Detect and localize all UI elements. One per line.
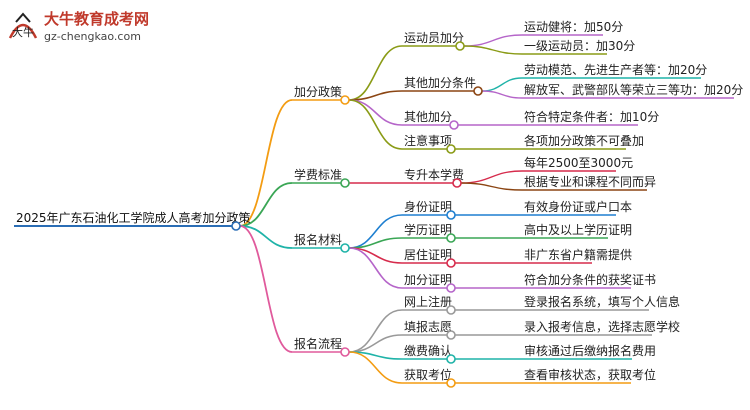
child-node[interactable] [446, 210, 456, 220]
logo-url: gz-chengkao.com [44, 30, 141, 43]
child-node[interactable] [446, 144, 456, 154]
child-label[interactable]: 其他加分 [404, 110, 452, 124]
leaf-connector [481, 77, 523, 92]
child-connector [348, 334, 403, 353]
child-connector [348, 247, 403, 289]
child-node[interactable] [446, 233, 456, 243]
branch-label[interactable]: 学费标准 [294, 167, 342, 182]
leaf-connector [460, 170, 523, 184]
child-connector [348, 99, 403, 126]
child-connector [348, 45, 403, 101]
leaf-label[interactable]: 运动健将：加50分 [524, 20, 623, 34]
leaf-connector [463, 34, 523, 47]
child-label[interactable]: 居住证明 [404, 248, 452, 262]
child-connector [348, 351, 403, 384]
child-node[interactable] [446, 258, 456, 268]
child-label[interactable]: 身份证明 [404, 199, 452, 214]
branch-connector [239, 225, 293, 249]
child-node[interactable] [446, 283, 456, 293]
leaf-label[interactable]: 一级运动员：加30分 [524, 39, 635, 53]
child-connector [348, 99, 403, 150]
mind-map-edges [14, 34, 734, 384]
child-node[interactable] [455, 41, 465, 51]
logo-title: 大牛教育成考网 [44, 10, 150, 28]
leaf-label[interactable]: 非广东省户籍需提供 [524, 247, 632, 262]
leaf-label[interactable]: 查看审核状态，获取考位 [524, 367, 656, 382]
leaf-connector [460, 182, 523, 191]
leaf-label[interactable]: 登录报名系统，填写个人信息 [524, 294, 680, 309]
leaf-label[interactable]: 各项加分政策不可叠加 [524, 133, 644, 148]
child-label[interactable]: 学历证明 [404, 222, 452, 237]
child-label[interactable]: 专升本学费 [404, 167, 464, 182]
child-label[interactable]: 注意事项 [404, 133, 452, 148]
root-label[interactable]: 2025年广东石油化工学院成人高考加分政策 [16, 210, 251, 225]
leaf-label[interactable]: 高中及以上学历证明 [524, 222, 632, 237]
branch-label[interactable]: 报名流程 [294, 336, 342, 351]
branch-node[interactable] [340, 95, 350, 105]
child-node[interactable] [446, 354, 456, 364]
child-connector [348, 309, 403, 353]
branch-label[interactable]: 加分政策 [294, 85, 342, 99]
leaf-connector [481, 90, 523, 99]
leaf-label[interactable]: 符合特定条件者：加10分 [524, 109, 659, 124]
branch-connector [239, 182, 293, 227]
root-node[interactable] [231, 221, 241, 231]
branch-connector [239, 99, 293, 227]
child-label[interactable]: 缴费确认 [404, 343, 452, 358]
child-label[interactable]: 运动员加分 [404, 31, 464, 45]
leaf-label[interactable]: 录入报考信息，选择志愿学校 [524, 319, 680, 334]
child-label[interactable]: 获取考位 [404, 367, 452, 382]
child-label[interactable]: 网上注册 [404, 294, 452, 309]
mind-map-nodes: 2025年广东石油化工学院成人高考加分政策 加分政策 运动员加分 运动健将：加50分一… [16, 20, 743, 388]
branch-connector [239, 225, 293, 353]
leaf-label[interactable]: 符合加分条件的获奖证书 [524, 272, 656, 287]
site-logo[interactable]: 大牛 大牛教育成考网 gz-chengkao.com [6, 6, 196, 50]
leaf-label[interactable]: 劳动模范、先进生产者等：加20分 [524, 63, 707, 77]
leaf-label[interactable]: 有效身份证或户口本 [524, 199, 632, 214]
leaf-label[interactable]: 审核通过后缴纳报名费用 [524, 343, 656, 358]
child-label[interactable]: 填报志愿 [404, 319, 452, 334]
child-label[interactable]: 其他加分条件 [404, 76, 476, 90]
logo-mark-icon: 大牛 [8, 12, 38, 39]
leaf-label[interactable]: 解放军、武警部队等荣立三等功：加20分 [524, 82, 743, 97]
branch-node[interactable] [340, 243, 350, 253]
child-node[interactable] [446, 330, 456, 340]
child-node[interactable] [473, 86, 483, 96]
child-node[interactable] [446, 305, 456, 315]
branch-label[interactable]: 报名材料 [294, 232, 342, 247]
child-node[interactable] [452, 178, 462, 188]
child-node[interactable] [446, 378, 456, 388]
child-label[interactable]: 加分证明 [404, 273, 452, 287]
leaf-connector [463, 45, 523, 55]
branch-node[interactable] [340, 347, 350, 357]
leaf-label[interactable]: 根据专业和课程不同而异 [524, 174, 656, 189]
leaf-label[interactable]: 每年2500至3000元 [524, 155, 633, 170]
child-node[interactable] [449, 120, 459, 130]
branch-node[interactable] [340, 178, 350, 188]
logo-mark-text: 大牛 [12, 25, 34, 39]
